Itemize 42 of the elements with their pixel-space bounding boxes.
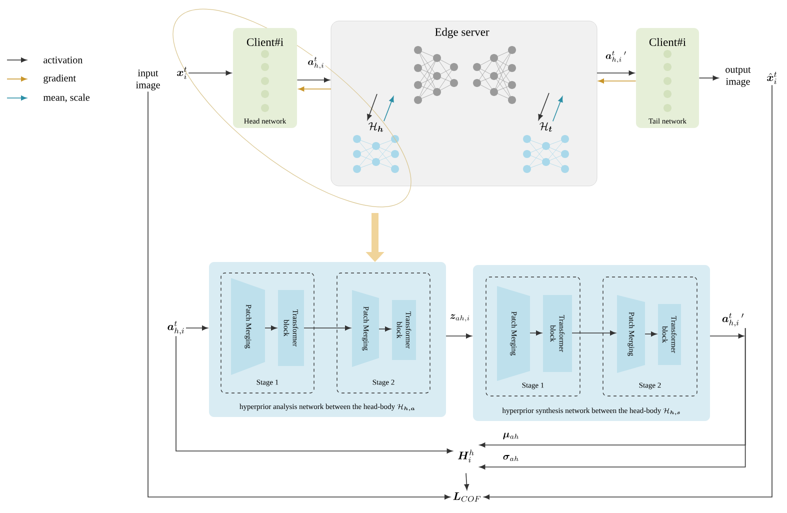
arrow <box>186 326 208 330</box>
arrow <box>446 334 472 338</box>
arrow <box>384 96 394 122</box>
formula-label: $\boldsymbol{a}_{h,i}^{t}$ <box>168 321 184 335</box>
arrow <box>538 92 550 120</box>
arrow <box>572 330 616 336</box>
image-label: input image <box>136 70 160 90</box>
edge-label: $\boldsymbol{\sigma}_{ah}$ <box>502 454 520 462</box>
arrow <box>296 78 330 82</box>
arrow <box>148 91 450 500</box>
edge-label: $\boldsymbol{a}_{h,i}^{t}\,'$ <box>604 50 628 64</box>
legend-label: activation <box>44 56 82 64</box>
formula-label: $\boldsymbol{L}_{COF}$ <box>453 492 481 502</box>
arrow <box>596 70 635 76</box>
arrow <box>644 332 657 336</box>
arrow <box>530 330 542 336</box>
edge-label: $\boldsymbol{z}_{ah,i}$ <box>448 313 472 323</box>
legend-label: mean, scale <box>43 94 90 102</box>
arrow <box>479 328 746 470</box>
edge-label: $\boldsymbol{\mu}_{ah}$ <box>502 432 520 440</box>
arrow <box>298 86 332 92</box>
formula-label: $\boldsymbol{H}_{i}^{h}$ <box>458 450 474 462</box>
arrow <box>464 472 470 490</box>
image-label: output image <box>726 67 751 87</box>
formula-label: $\boldsymbol{a}_{h,i}^{t}\,'$ <box>722 313 744 327</box>
arrow <box>378 326 391 332</box>
formula-label: $\boldsymbol{x}_{i}^{t}$ <box>177 66 187 80</box>
formula-label: $\hat{\boldsymbol{x}}_{i}^{t}$ <box>767 72 777 84</box>
network-label: $\mathcal{H}_{\boldsymbol{t}}$ <box>540 122 552 132</box>
network-label: $\mathcal{H}_{\boldsymbol{h}}$ <box>368 122 383 132</box>
arrow <box>698 76 719 80</box>
arrow <box>598 78 636 84</box>
arrow <box>304 326 351 330</box>
edge-label: $\boldsymbol{a}_{h,i}^{t}$ <box>306 56 326 70</box>
arrow <box>188 70 232 76</box>
arrow <box>367 94 378 120</box>
arrow <box>264 326 277 330</box>
arrow <box>552 96 563 122</box>
arrow <box>484 84 772 500</box>
legend-label: gradient <box>44 74 76 84</box>
arrow <box>710 334 744 338</box>
arrow <box>176 336 453 454</box>
